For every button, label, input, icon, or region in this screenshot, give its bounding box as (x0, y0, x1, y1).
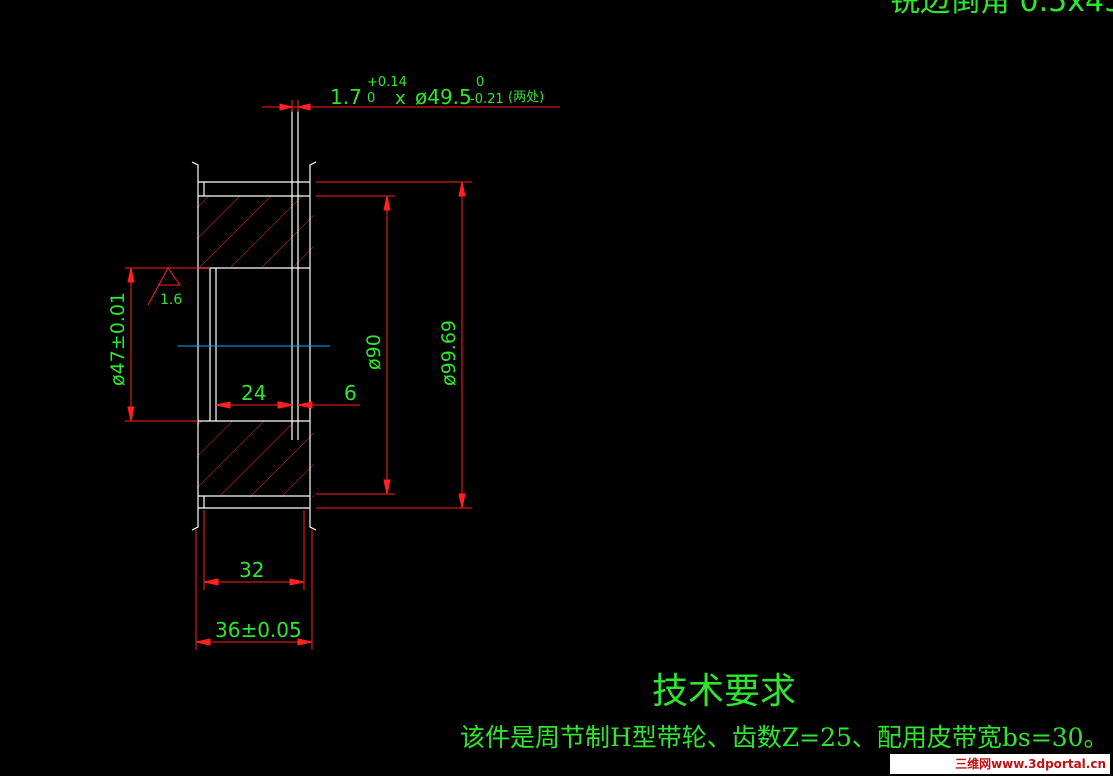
dimension-lines (125, 100, 560, 650)
callout-dia-upper: 0 (476, 75, 484, 90)
total-width-label: 36±0.05 (215, 618, 302, 642)
callout-diameter: ø49.5 (415, 85, 472, 109)
callout-suffix: (两处) (508, 90, 544, 105)
hub-width-label: 24 (241, 381, 266, 405)
tech-requirements-title: 技术要求 (652, 671, 797, 712)
watermark: 三维网www.3dportal.cn (890, 754, 1110, 774)
roughness-label: 1.6 (160, 292, 182, 308)
tooth-width-label: 32 (239, 558, 264, 582)
root-diameter-label: ø90 (363, 334, 385, 370)
callout-prefix: 1.7 (330, 85, 362, 109)
section-hatch-lower (197, 421, 314, 497)
outer-diameter-label: ø99.69 (438, 320, 460, 386)
tech-requirements-text: 该件是周节制H型带轮、齿数Z=25、配用皮带宽bs=30。 (460, 723, 1109, 752)
bore-diameter-label: ø47±0.01 (107, 292, 129, 386)
callout-dia-lower: -0.21 (470, 92, 504, 107)
top-callout: 1.7 +0.14 0 x ø49.5 0 -0.21 (两处) (330, 75, 544, 109)
callout-times: x (395, 88, 406, 109)
section-hatch-upper (197, 196, 314, 267)
callout-upper-tol: +0.14 (367, 75, 407, 90)
corner-note: 锐边倒角 0.5x45 (890, 0, 1113, 19)
flange-gap-label: 6 (344, 381, 357, 405)
callout-lower-tol: 0 (367, 91, 375, 106)
